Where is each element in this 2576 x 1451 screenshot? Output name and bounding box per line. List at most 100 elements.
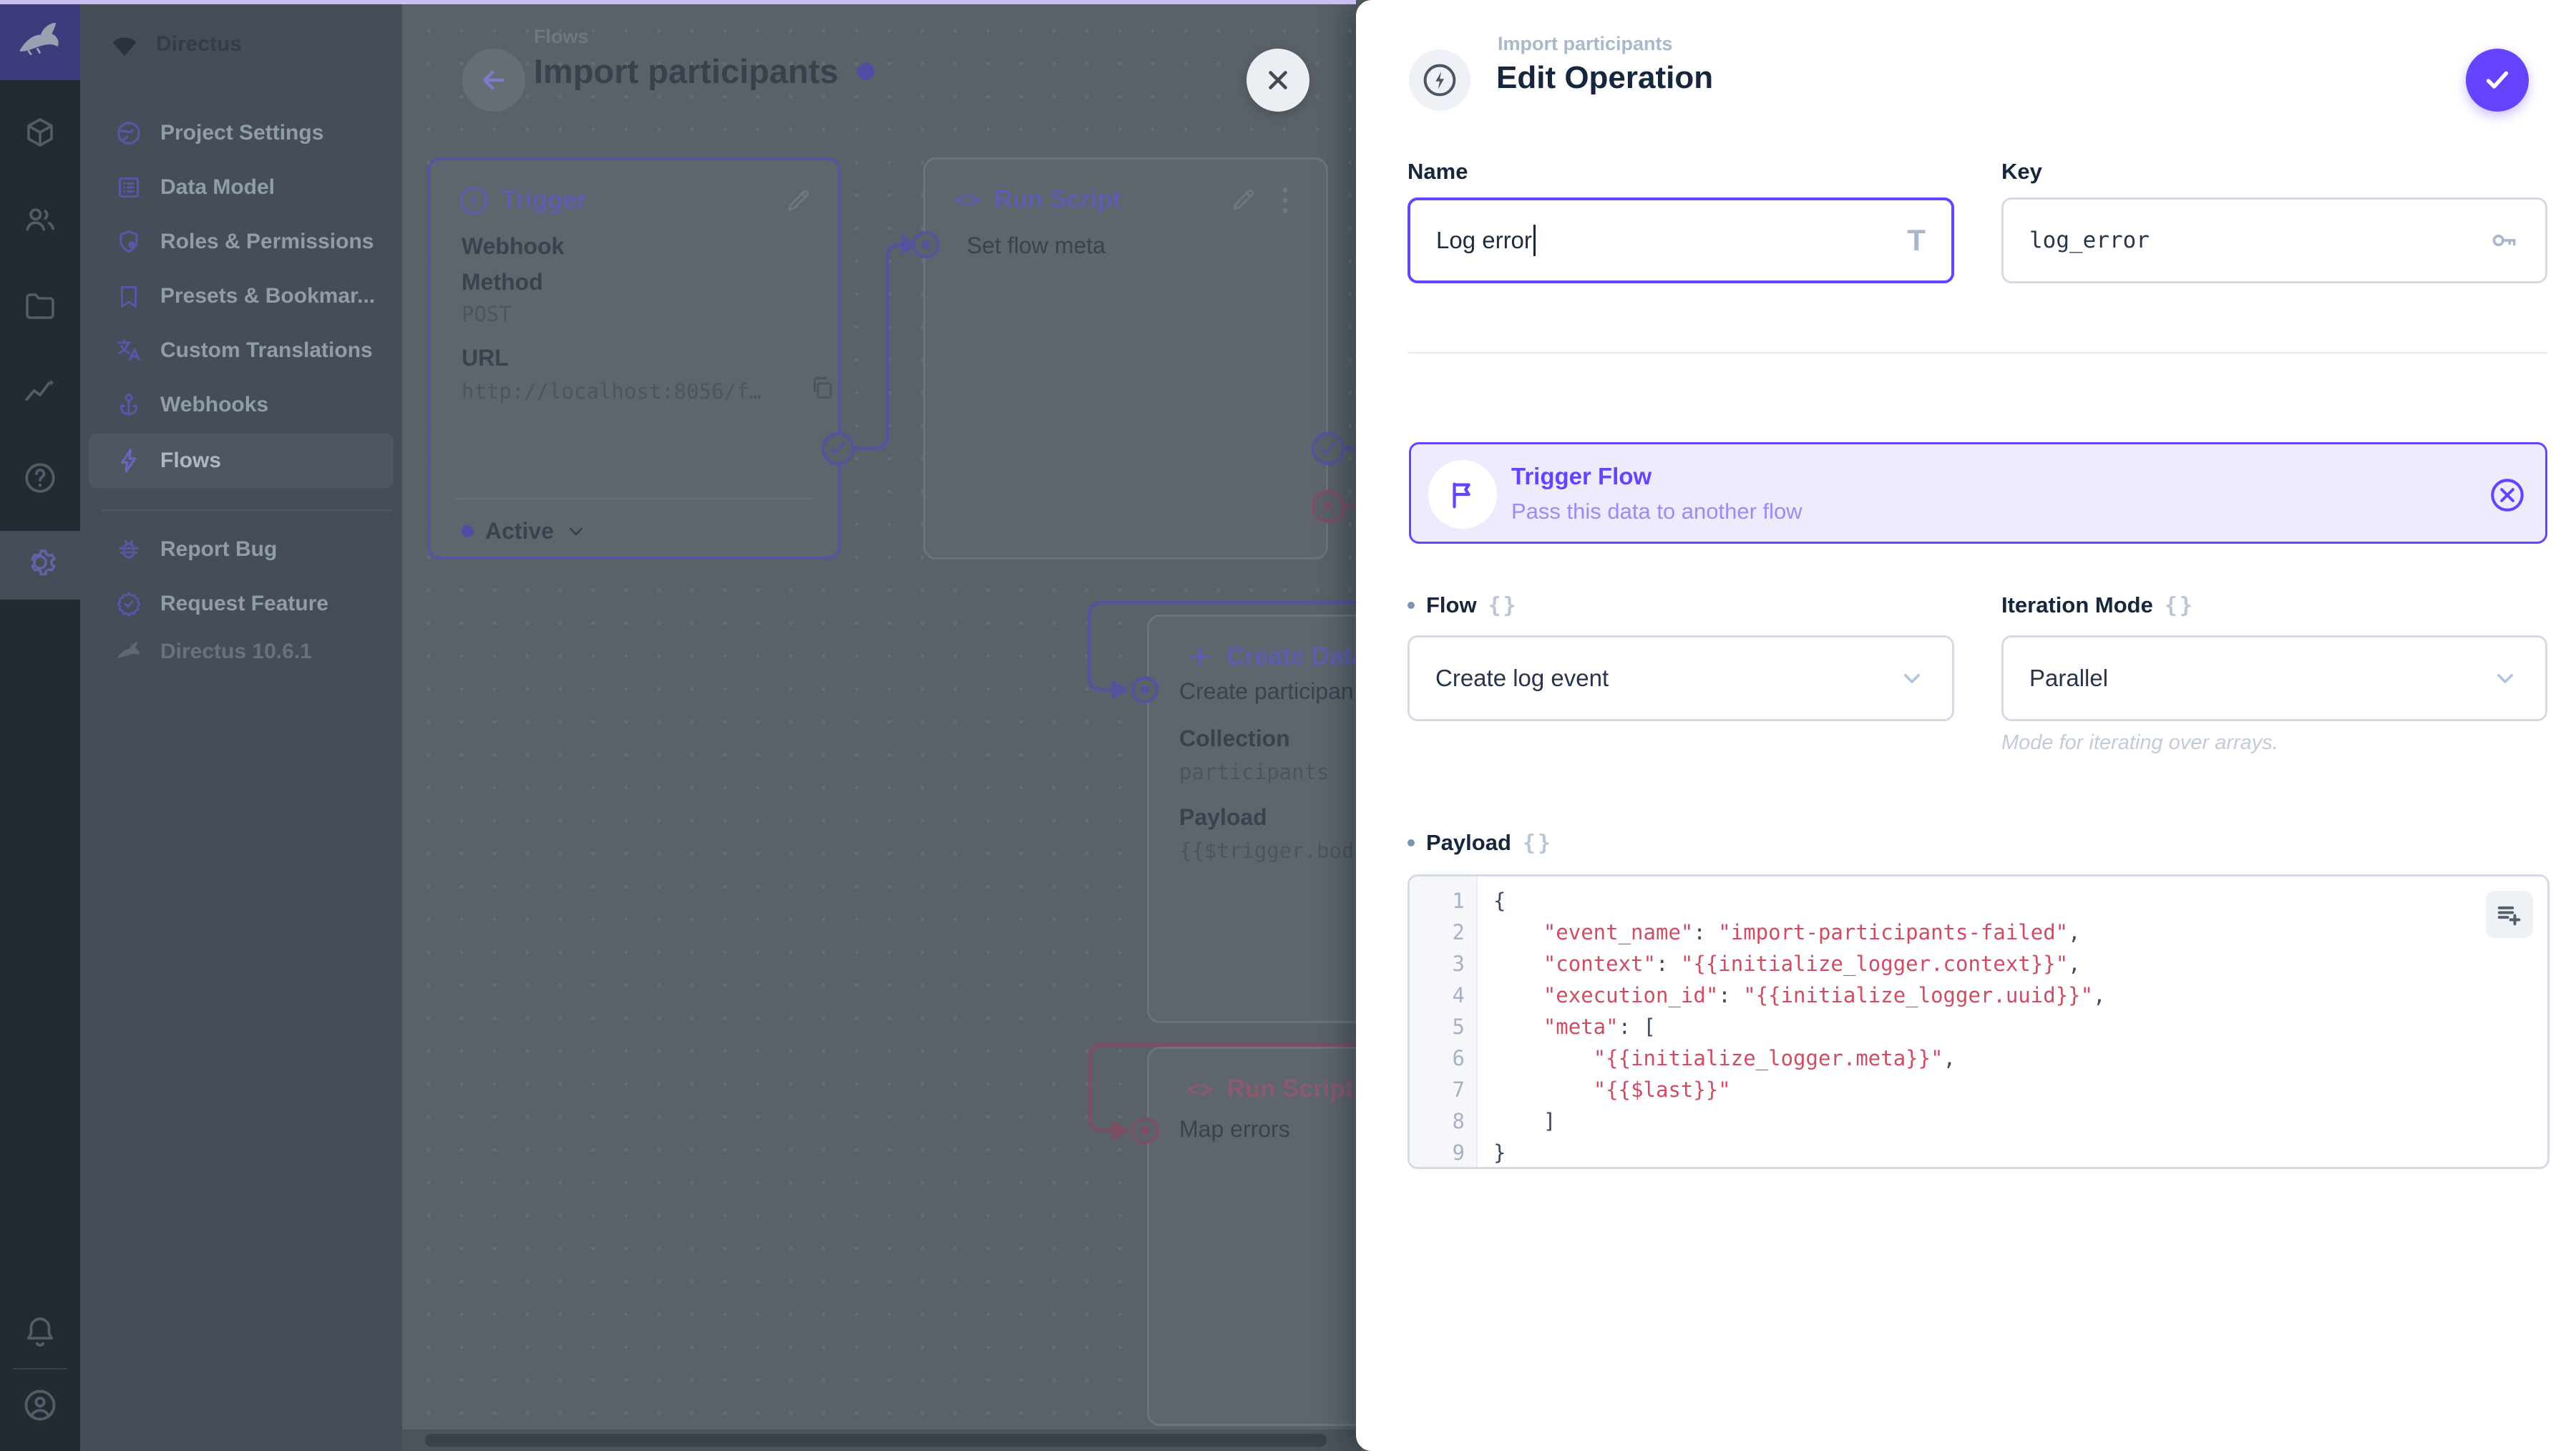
code-line[interactable]: 8 ] [1410, 1105, 2547, 1137]
code-line[interactable]: 7 "{{$last}}" [1410, 1074, 2547, 1105]
active-module-highlight [0, 531, 80, 600]
banner-title: Trigger Flow [1511, 463, 1652, 489]
trigger-panel[interactable]: Trigger Webhook Method POST URL http://l… [427, 157, 841, 560]
operation-bolt-icon [1409, 49, 1470, 111]
flow-label: Flow {} [1407, 592, 1518, 618]
key-label: Key [2001, 159, 2042, 184]
plus-icon [1186, 643, 1214, 670]
loading-progress-bar [0, 0, 1356, 4]
directus-logo-button[interactable] [0, 0, 80, 80]
create-data-input-dot[interactable] [1131, 676, 1158, 703]
run-script-reject-marker[interactable] [1312, 490, 1345, 523]
code-text: ] [1493, 1109, 1556, 1133]
raw-value-icon[interactable]: {} [2164, 592, 2195, 618]
flow-status-toggle[interactable]: Active [462, 518, 587, 544]
name-input[interactable]: Log error T [1407, 197, 1954, 283]
sidebar-item-flows[interactable]: Flows [89, 434, 394, 488]
active-status-dot [462, 525, 474, 537]
code-text: "{{initialize_logger.meta}}", [1593, 1046, 1956, 1070]
breadcrumb[interactable]: Flows [534, 26, 589, 47]
title-format-icon[interactable]: T [1907, 223, 1926, 257]
bolt-icon [114, 446, 143, 475]
module-content-cube-icon[interactable] [21, 114, 59, 152]
map-errors-input-dot[interactable] [1131, 1117, 1158, 1144]
code-line[interactable]: 5 "meta": [ [1410, 1011, 2547, 1042]
directus-rabbit-icon [19, 22, 59, 56]
module-settings-gear-icon[interactable] [21, 544, 59, 581]
playlist-add-icon[interactable] [2486, 891, 2533, 938]
chevron-down-icon [570, 527, 583, 535]
iteration-mode-select[interactable]: Parallel [2001, 635, 2547, 721]
scrollbar-thumb[interactable] [425, 1434, 1327, 1447]
code-lines[interactable]: 1{2 "event_name": "import-participants-f… [1410, 885, 2547, 1167]
run-script-resolve-marker[interactable] [1312, 432, 1345, 465]
code-line[interactable]: 9} [1410, 1137, 2547, 1167]
code-line[interactable]: 2 "event_name": "import-participants-fai… [1410, 917, 2547, 948]
code-line[interactable]: 4 "execution_id": "{{initialize_logger.u… [1410, 979, 2547, 1011]
flag-icon [1428, 460, 1497, 529]
run-script-panel-title: Run Script [994, 185, 1121, 213]
flow-status-label: Active [485, 518, 555, 544]
banner-subtitle: Pass this data to another flow [1511, 499, 1802, 524]
trigger-panel-title: Trigger [502, 186, 587, 214]
method-value: POST [462, 302, 512, 326]
flow-select[interactable]: Create log event [1407, 635, 1954, 721]
module-insights-icon[interactable] [21, 373, 59, 411]
close-drawer-button[interactable] [1246, 49, 1309, 112]
payload-value: {{$trigger.bod [1179, 839, 1355, 863]
run-script-input-dot[interactable] [912, 231, 940, 258]
sidebar-item-presets-bookmarks[interactable]: Presets & Bookmar... [89, 269, 394, 323]
code-text: "{{$last}}" [1593, 1078, 1731, 1102]
edit-pencil-icon[interactable] [785, 187, 812, 214]
line-number: 8 [1452, 1109, 1465, 1133]
kebab-menu-icon[interactable]: ⋮ [1270, 182, 1300, 216]
edit-pencil-icon[interactable] [1230, 186, 1257, 213]
translate-icon [114, 336, 143, 365]
module-help-icon[interactable] [21, 459, 59, 497]
sidebar-item-request-feature[interactable]: Request Feature [89, 577, 394, 631]
notifications-bell-icon[interactable] [21, 1314, 59, 1351]
section-divider [1407, 352, 2547, 353]
unsaved-indicator-dot [857, 62, 874, 80]
save-button[interactable] [2466, 49, 2529, 112]
code-brackets-icon: <> [1186, 1075, 1214, 1103]
sidebar-item-webhooks[interactable]: Webhooks [89, 378, 394, 432]
horizontal-scrollbar[interactable] [402, 1430, 1361, 1451]
settings-navigation: Directus Project Settings Data Model Rol… [80, 0, 402, 1451]
drawer-breadcrumb[interactable]: Import participants [1498, 33, 1673, 54]
create-data-panel-title: Create Data [1226, 643, 1366, 670]
version-label: Directus 10.6.1 [160, 640, 312, 663]
trigger-resolve-marker[interactable] [821, 432, 854, 465]
run-script-panel[interactable]: <> Run Script ⋮ Set flow meta [923, 157, 1328, 560]
trigger-flow-banner[interactable]: Trigger Flow Pass this data to another f… [1409, 442, 2547, 544]
edit-operation-drawer: Import participants Edit Operation Name … [1356, 0, 2576, 1451]
raw-value-icon[interactable]: {} [1488, 592, 1518, 618]
code-line[interactable]: 6 "{{initialize_logger.meta}}", [1410, 1042, 2547, 1074]
copy-icon[interactable] [809, 375, 835, 401]
code-line[interactable]: 1{ [1410, 885, 2547, 917]
account-avatar-icon[interactable] [21, 1387, 59, 1424]
payload-label: Payload [1179, 804, 1267, 830]
line-number: 3 [1452, 952, 1465, 976]
check-icon [2486, 71, 2509, 89]
text-cursor [1533, 225, 1536, 256]
drawer-title: Edit Operation [1496, 60, 1714, 95]
raw-value-icon[interactable]: {} [1522, 830, 1553, 856]
back-button[interactable] [462, 49, 525, 112]
code-brackets-icon: <> [954, 186, 982, 213]
deselect-operation-icon[interactable] [2488, 476, 2527, 514]
sidebar-item-custom-translations[interactable]: Custom Translations [89, 323, 394, 378]
url-label: URL [462, 345, 509, 371]
module-files-folder-icon[interactable] [21, 288, 59, 325]
payload-label: Payload {} [1407, 830, 1553, 856]
sidebar-item-project-settings[interactable]: Project Settings [89, 106, 394, 160]
sidebar-item-roles-permissions[interactable]: Roles & Permissions [89, 215, 394, 269]
project-header[interactable]: Directus [109, 24, 242, 64]
sidebar-item-report-bug[interactable]: Report Bug [89, 522, 394, 577]
key-icon [2488, 225, 2519, 256]
key-input[interactable]: log_error [2001, 197, 2547, 283]
sidebar-item-data-model[interactable]: Data Model [89, 160, 394, 215]
code-line[interactable]: 3 "context": "{{initialize_logger.contex… [1410, 948, 2547, 979]
module-users-icon[interactable] [21, 200, 59, 238]
payload-code-editor[interactable]: 1{2 "event_name": "import-participants-f… [1407, 874, 2550, 1169]
